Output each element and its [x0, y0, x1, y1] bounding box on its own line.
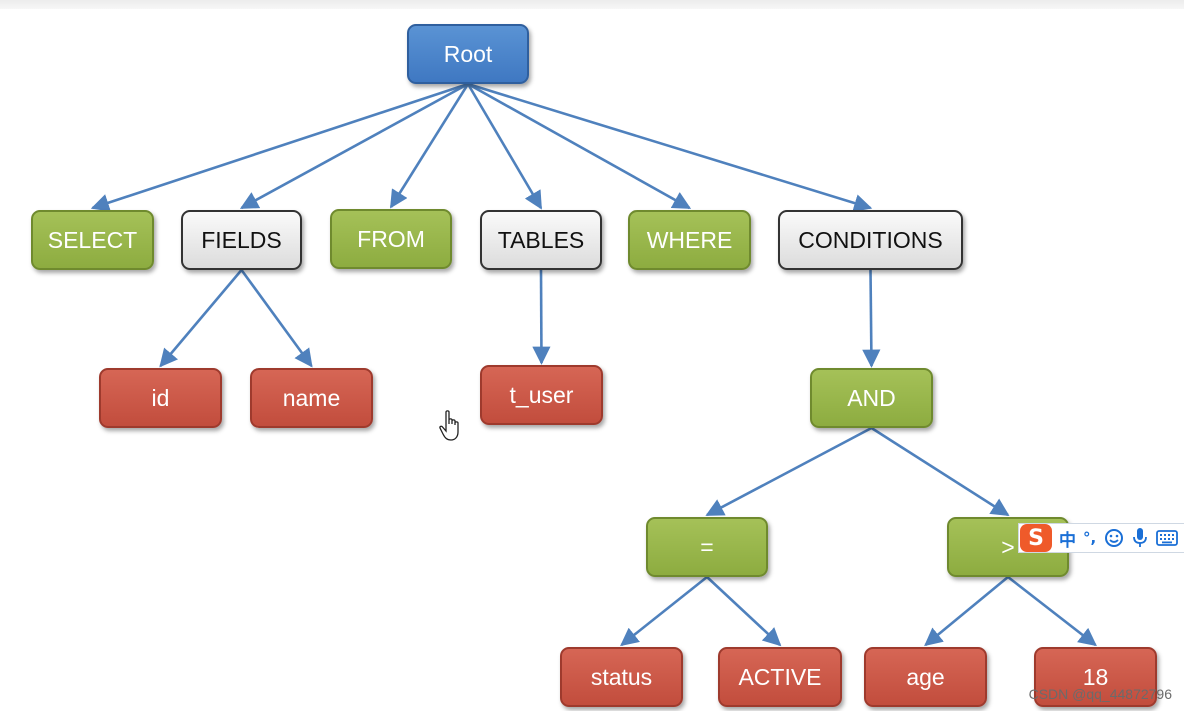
edge-tables-t_user [532, 269, 551, 365]
edge-eq-status [620, 575, 708, 647]
node-tables: TABLES [480, 210, 602, 270]
edge-and-eq [705, 426, 873, 517]
node-fields: FIELDS [181, 210, 302, 270]
keyboard-icon[interactable] [1156, 529, 1179, 547]
node-conditions: CONDITIONS [778, 210, 963, 270]
hand-cursor-icon [439, 410, 459, 441]
node-age: age [864, 647, 987, 707]
edge-root-fields [239, 82, 469, 210]
edge-and-gt [870, 426, 1010, 517]
edge-fields-id [159, 269, 243, 368]
edge-root-conditions [467, 82, 873, 212]
node-status: status [560, 647, 683, 707]
edge-root-select [90, 82, 469, 212]
node-from: FROM [330, 209, 452, 269]
node-active: ACTIVE [718, 647, 842, 707]
edge-fields-name [240, 269, 313, 368]
ime-mode-toggle[interactable]: 中 [1059, 530, 1076, 551]
microphone-icon[interactable] [1132, 527, 1148, 549]
node-equals: = [646, 517, 768, 577]
node-id: id [99, 368, 222, 428]
node-name: name [250, 368, 373, 428]
node-select: SELECT [31, 210, 154, 270]
edge-gt-age [924, 575, 1009, 647]
node-and: AND [810, 368, 933, 428]
node-t-user: t_user [480, 365, 603, 425]
node-where: WHERE [628, 210, 751, 270]
edge-eq-active [706, 576, 782, 647]
edge-root-from [389, 83, 470, 209]
ime-toolbar[interactable]: S 中 °, [1018, 523, 1184, 553]
ime-punctuation-toggle[interactable]: °, [1083, 529, 1097, 547]
top-bar [0, 0, 1184, 9]
edge-conditions-and [862, 269, 881, 368]
emoji-icon[interactable] [1104, 528, 1124, 548]
node-18: 18 [1034, 647, 1157, 707]
watermark: CSDN @qq_44872796 [1028, 686, 1172, 702]
sogou-logo-icon[interactable]: S [1020, 524, 1052, 552]
node-root: Root [407, 24, 529, 84]
edge-gt-eighteen [1007, 575, 1097, 647]
edge-root-tables [466, 83, 543, 210]
edge-root-where [467, 82, 692, 210]
